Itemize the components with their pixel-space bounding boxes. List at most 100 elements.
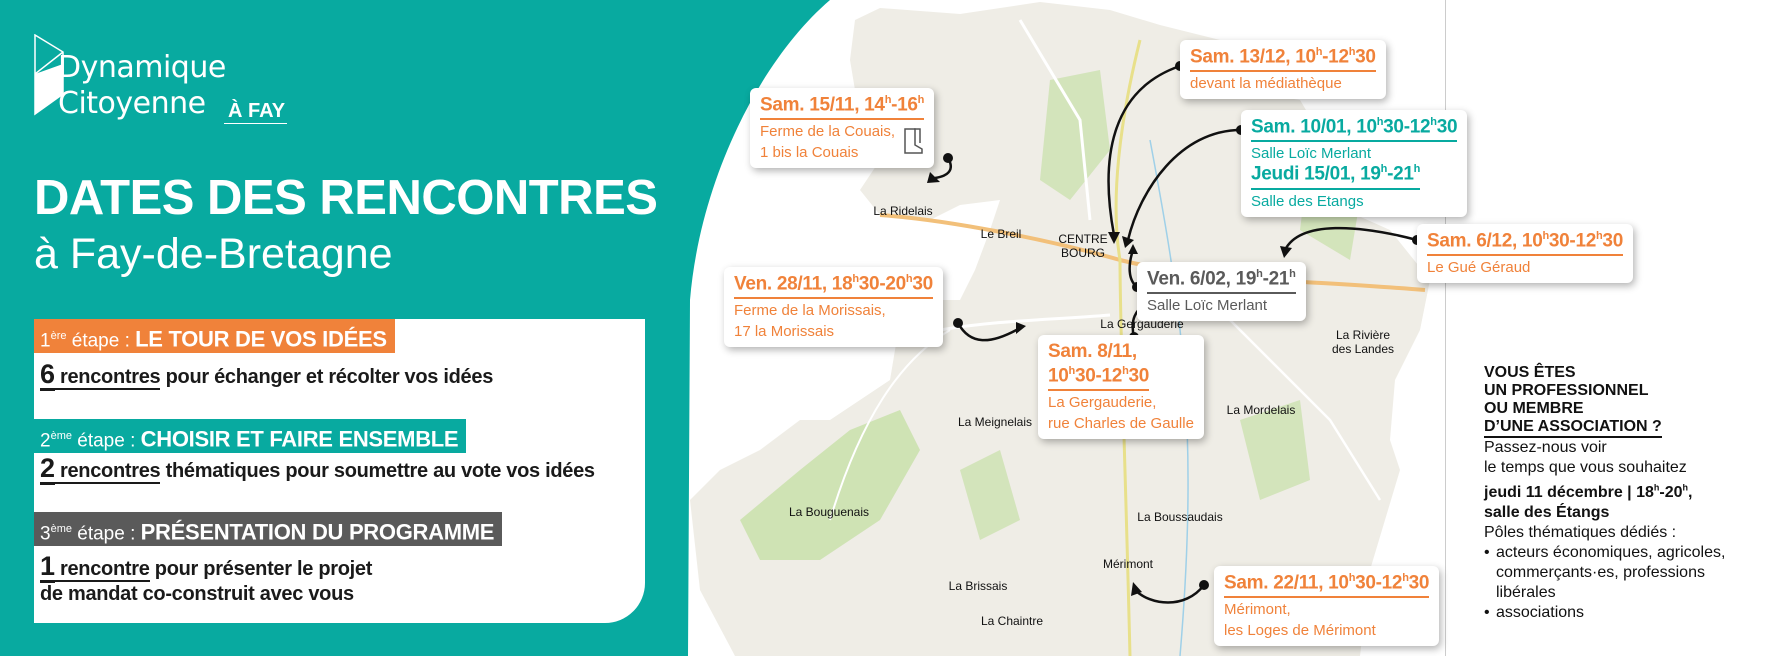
callout-date: Sam. 13/12, 10h-12h30 — [1190, 46, 1376, 73]
superscript: h — [905, 273, 913, 285]
place-label: La Bouguenais — [788, 505, 870, 519]
info-bullet: associations — [1484, 603, 1754, 623]
info-bullet: acteurs économiques, agricoles, commerça… — [1484, 543, 1754, 603]
meeting-count: 6 — [40, 359, 55, 391]
step-name: CHOISIR ET FAIRE ENSEMBLE — [140, 426, 459, 452]
callout-location: les Loges de Mérimont — [1224, 622, 1376, 640]
step-1-banner: 1ère étape : LE TOUR DE VOS IDÉES — [34, 319, 395, 353]
superscript: h — [1348, 46, 1356, 58]
superscript: h — [1430, 116, 1437, 128]
step-label: étape : — [71, 430, 141, 452]
step-2-description: 2 rencontres thématiques pour soumettre … — [40, 453, 595, 485]
step-text: pour échanger et récolter vos idées — [160, 366, 494, 388]
map-green-area — [960, 450, 1020, 540]
step-2-banner: 2ème étape : CHOISIR ET FAIRE ENSEMBLE — [34, 419, 467, 453]
arrow-head — [1128, 244, 1138, 254]
callout-location: Salle Loïc Merlant — [1147, 297, 1268, 315]
callout-mediatheque: Sam. 13/12, 10h-12h30 devant la médiathèq… — [1180, 40, 1386, 100]
step-number: 1 — [40, 330, 51, 352]
callout-gergauderie: Sam. 8/11, 10h30-12h30 La Gergauderie, rue … — [1038, 335, 1204, 440]
logo-line1: Dynamique — [58, 50, 226, 85]
professional-info: VOUS ÊTES UN PROFESSIONNEL OU MEMBRE D’U… — [1484, 364, 1754, 623]
superscript: h — [1596, 230, 1603, 242]
place-label: La Meignelais — [957, 415, 1033, 429]
place-label: CENTRE BOURG — [1058, 232, 1108, 260]
logo-line3: À FAY — [224, 100, 288, 124]
superscript: h — [1402, 572, 1409, 584]
info-text-1: Passez-nous voir — [1484, 439, 1607, 456]
step-1-description: 6 rencontres pour échanger et récolter v… — [40, 359, 494, 391]
step-3-banner: 3ème étape : PRÉSENTATION DU PROGRAMME — [34, 512, 503, 546]
callout-date: Sam. 22/11, 10h30-12h30 — [1224, 572, 1429, 599]
callout-date: Ven. 6/02, 19h-21h — [1147, 268, 1296, 295]
callout-date: Ven. 28/11, 18h30-20h30 — [734, 273, 933, 300]
map-green-area — [1040, 70, 1110, 200]
step-3-description-line2: de mandat co-construit avec vous — [40, 583, 354, 605]
info-heading-3: OU MEMBRE — [1484, 400, 1584, 417]
info-heading-2: UN PROFESSIONNEL — [1484, 382, 1649, 399]
step-ordinal: ème — [50, 430, 72, 442]
meeting-word: rencontres — [54, 366, 161, 388]
place-label: La Rivière des Landes — [1331, 328, 1395, 356]
place-label: La Brissais — [948, 579, 1008, 593]
divider — [1445, 0, 1446, 656]
road — [1229, 319, 1382, 501]
map-green-area — [740, 410, 920, 560]
map-green-area — [1240, 400, 1310, 500]
place-label: Le Breil — [980, 227, 1022, 241]
meeting-word: rencontres — [54, 460, 161, 482]
callout-location: devant la médiathèque — [1190, 75, 1342, 93]
step-number: 3 — [40, 523, 51, 545]
callout-date: Sam. 8/11, — [1048, 341, 1137, 362]
arrow-morissais — [956, 322, 1021, 342]
superscript: h — [1376, 116, 1384, 128]
step-name: LE TOUR DE VOS IDÉES — [135, 326, 387, 352]
superscript: h — [884, 94, 892, 106]
callout-location: Mérimont, — [1224, 601, 1291, 619]
boot-icon — [902, 127, 924, 160]
info-date: jeudi 11 décembre | 18h-20h, — [1484, 483, 1693, 502]
arrow-head — [1016, 322, 1026, 334]
page-subtitle: à Fay-de-Bretagne — [34, 230, 393, 278]
arrow-dot — [1199, 580, 1209, 590]
superscript: h — [1122, 365, 1129, 377]
step-number: 2 — [40, 430, 51, 452]
callout-location: rue Charles de Gaulle — [1048, 415, 1194, 433]
info-heading-4: D’UNE ASSOCIATION ? — [1484, 418, 1662, 438]
meeting-count: 1 — [40, 551, 55, 583]
step-ordinal: ère — [50, 330, 67, 342]
superscript: h — [852, 273, 859, 285]
meeting-count: 2 — [40, 453, 55, 485]
callout-location: La Gergauderie, — [1048, 394, 1157, 412]
arrow-head — [1108, 232, 1120, 244]
callout-location: Le Gué Géraud — [1427, 259, 1531, 277]
superscript: h — [1682, 483, 1689, 493]
callout-date: Sam. 15/11, 14h-16h — [760, 94, 924, 121]
info-heading-1: VOUS ÊTES — [1484, 364, 1576, 381]
callout-location: Salle des Etangs — [1251, 192, 1364, 210]
superscript: h — [1348, 572, 1356, 584]
superscript: h — [1068, 365, 1076, 377]
page-title: DATES DES RENCONTRES — [34, 171, 658, 225]
arrow-salle-loic — [1126, 128, 1242, 241]
arrow-dot — [953, 318, 963, 328]
step-text: pour présenter le projet — [149, 558, 373, 580]
step-name: PRÉSENTATION DU PROGRAMME — [140, 519, 495, 545]
superscript: h — [1653, 483, 1660, 493]
arrow-merimont — [1134, 584, 1205, 604]
superscript: h — [1315, 46, 1323, 58]
logo-mark-icon — [34, 34, 64, 116]
superscript: h — [1413, 163, 1421, 176]
callout-date: 10h30-12h30 — [1048, 365, 1149, 392]
info-bullets: acteurs économiques, agricoles, commerça… — [1484, 543, 1754, 623]
info-text-3: Pôles thématiques dédiés : — [1484, 524, 1677, 542]
meeting-word: rencontre — [54, 558, 150, 580]
callout-date: Sam. 10/01, 10h30-12h30 — [1251, 116, 1458, 143]
callout-location: Salle Loïc Merlant — [1251, 145, 1372, 163]
place-label: La Chaintre — [980, 614, 1044, 628]
callout-date: Jeudi 15/01, 19h-21h — [1251, 163, 1421, 190]
